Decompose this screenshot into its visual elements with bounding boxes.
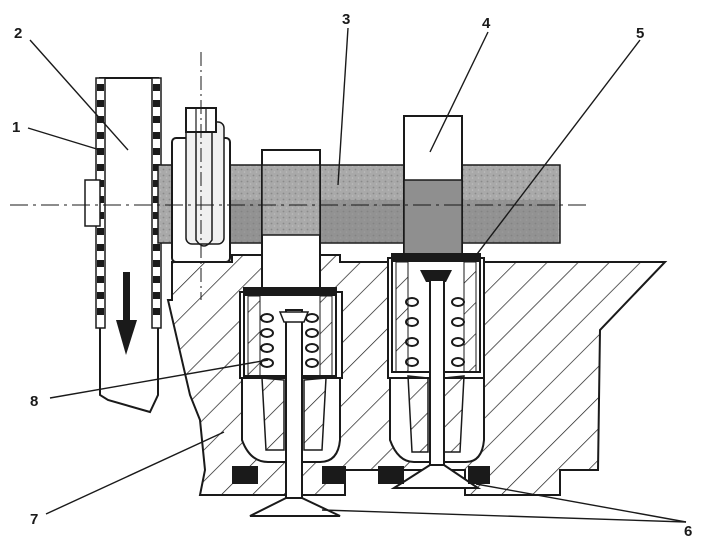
valve-right [390,279,482,489]
valve-seat-left-b [322,466,346,484]
cam-lobe-right-shaded [403,179,463,257]
leader-4 [429,31,489,153]
callout-5: 5 [636,25,644,42]
callout-3: 3 [342,11,350,28]
callout-7: 7 [30,511,38,528]
valve-seat-right-a [378,466,404,484]
leader-3 [337,27,349,186]
valve-seat-left-a [232,466,258,484]
leader-7 [45,431,225,515]
leader-2 [29,39,129,151]
callout-1: 1 [12,119,20,136]
callout-8: 8 [30,393,38,410]
callout-4: 4 [482,15,491,32]
valve-left [249,309,341,517]
leader-1 [27,127,101,151]
callout-6: 6 [684,523,692,540]
leader-5 [473,39,641,259]
leader-6b [321,509,687,523]
callout-2: 2 [14,25,22,42]
leader-8 [49,359,269,399]
rotation-arrow-icon [116,272,137,355]
cam-lobe-left-shaded [261,164,321,236]
valve-seat-right-b [468,466,490,484]
leader-6a [475,483,687,523]
camshaft-nose [84,179,101,227]
leader-lines [27,27,687,523]
